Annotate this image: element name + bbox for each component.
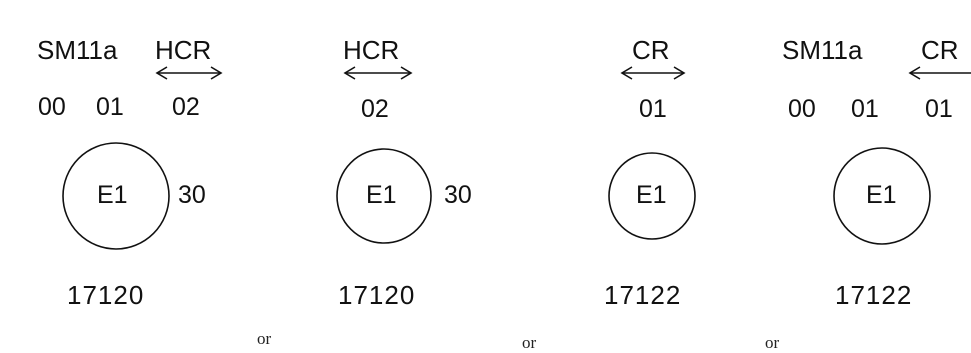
- panel-1-label-b: HCR: [155, 35, 212, 65]
- panel-1-label-a: SM11a: [37, 35, 118, 65]
- panel-4-id: 17122: [835, 280, 913, 310]
- arrowhead-p3-right: [673, 66, 686, 80]
- arrowhead-p4-left: [908, 66, 921, 80]
- node-circle-p1: [62, 142, 170, 250]
- separator-or-1: or: [257, 329, 272, 348]
- panel-1-code-2: 01: [96, 93, 124, 121]
- panel-4-label-b: CR: [921, 35, 959, 65]
- panel-4-code-2: 01: [851, 95, 879, 123]
- panel-2-label-b: HCR: [343, 35, 400, 65]
- panel-4-code-3: 01: [925, 95, 953, 123]
- panel-1-id: 17120: [67, 280, 145, 310]
- arrowhead-p2-left: [343, 66, 356, 80]
- separator-or-3: or: [765, 333, 780, 352]
- panel-2-code-1: 02: [361, 95, 389, 123]
- panel-2-side-value: 30: [444, 181, 472, 209]
- arrowhead-p1-left: [155, 66, 168, 80]
- panel-1-code-3: 02: [172, 93, 200, 121]
- panel-3-label-b: CR: [632, 35, 670, 65]
- node-circle-p3: [608, 152, 696, 240]
- arrowhead-p1-right: [210, 66, 223, 80]
- panel-2-id: 17120: [338, 280, 416, 310]
- panel-4-label-a: SM11a: [782, 35, 863, 65]
- panel-1-node-label: E1: [97, 181, 128, 209]
- arrowhead-p2-right: [400, 66, 413, 80]
- node-circle-p4: [833, 147, 931, 245]
- panel-3-node-label: E1: [636, 181, 667, 209]
- panel-4-code-1: 00: [788, 95, 816, 123]
- panel-3-id: 17122: [604, 280, 682, 310]
- panel-1-code-1: 00: [38, 93, 66, 121]
- separator-or-2: or: [522, 333, 537, 352]
- panel-1-side-value: 30: [178, 181, 206, 209]
- panel-4-node-label: E1: [866, 181, 897, 209]
- panel-2-node-label: E1: [366, 181, 397, 209]
- node-circle-p2: [336, 148, 432, 244]
- panel-3-code-1: 01: [639, 95, 667, 123]
- arrowhead-p3-left: [620, 66, 633, 80]
